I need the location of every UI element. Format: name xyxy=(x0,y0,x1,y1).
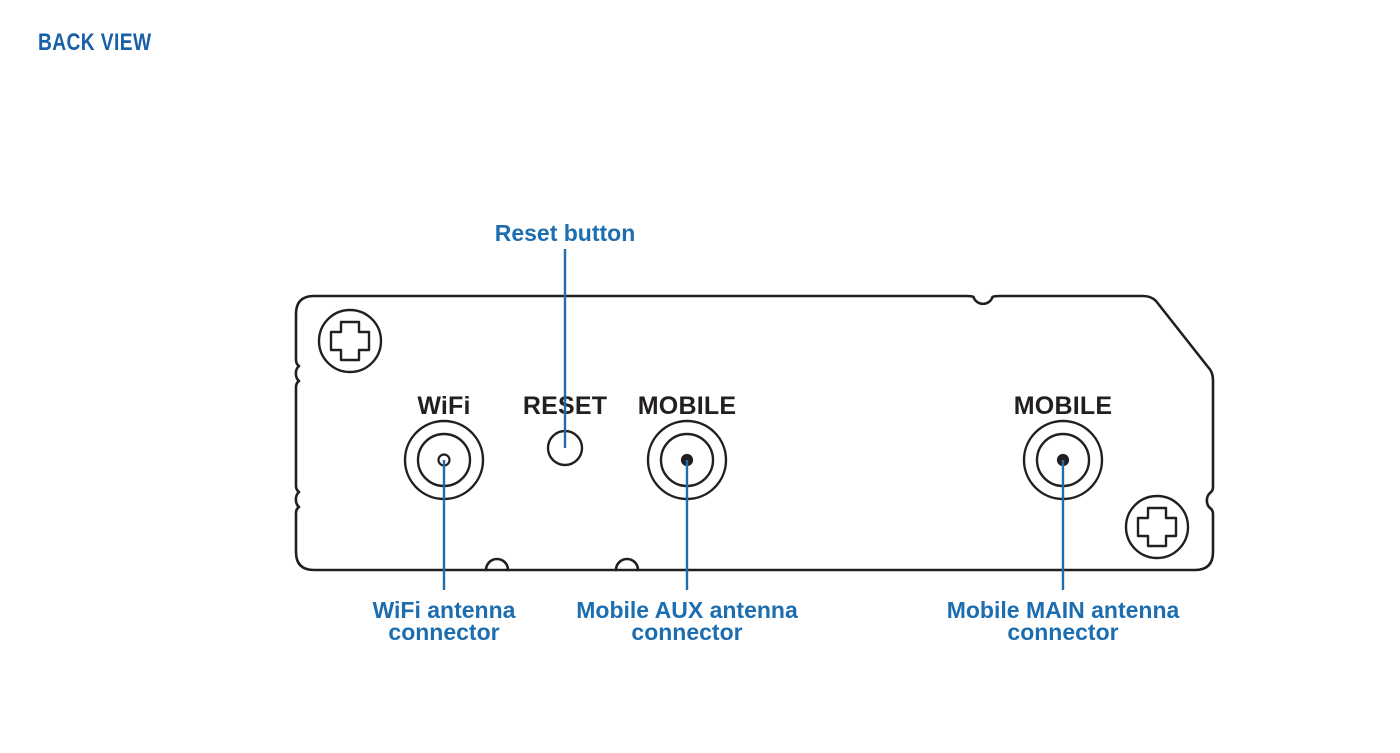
callout-mobile-main-antenna: Mobile MAIN antenna connector xyxy=(947,597,1180,645)
screw-top-left xyxy=(317,308,383,374)
callout-mobile-main-antenna-line2: connector xyxy=(1007,619,1118,645)
phillips-cross-icon xyxy=(329,320,371,362)
callout-wifi-antenna: WiFi antenna connector xyxy=(373,597,516,645)
callout-mobile-aux-antenna-line1: Mobile AUX antenna xyxy=(576,597,798,623)
bottom-notch-left xyxy=(484,557,510,572)
callout-mobile-aux-antenna-line2: connector xyxy=(631,619,742,645)
callout-mobile-main-antenna-line1: Mobile MAIN antenna xyxy=(947,597,1180,623)
page-title: BACK VIEW xyxy=(38,29,152,56)
silkscreen-label-mobile-main: MOBILE xyxy=(1014,392,1112,420)
screw-bottom-right xyxy=(1124,494,1190,560)
callout-wifi-antenna-line2: connector xyxy=(388,619,499,645)
callout-mobile-aux-antenna: Mobile AUX antenna connector xyxy=(576,597,798,645)
phillips-cross-icon xyxy=(1136,506,1178,548)
silkscreen-label-wifi: WiFi xyxy=(417,392,470,420)
callout-reset-button: Reset button xyxy=(495,220,636,246)
bottom-notch-right xyxy=(614,557,640,572)
silkscreen-label-mobile-aux: MOBILE xyxy=(638,392,736,420)
device-body-outline xyxy=(294,294,1215,572)
callout-wifi-antenna-line1: WiFi antenna xyxy=(373,597,516,623)
